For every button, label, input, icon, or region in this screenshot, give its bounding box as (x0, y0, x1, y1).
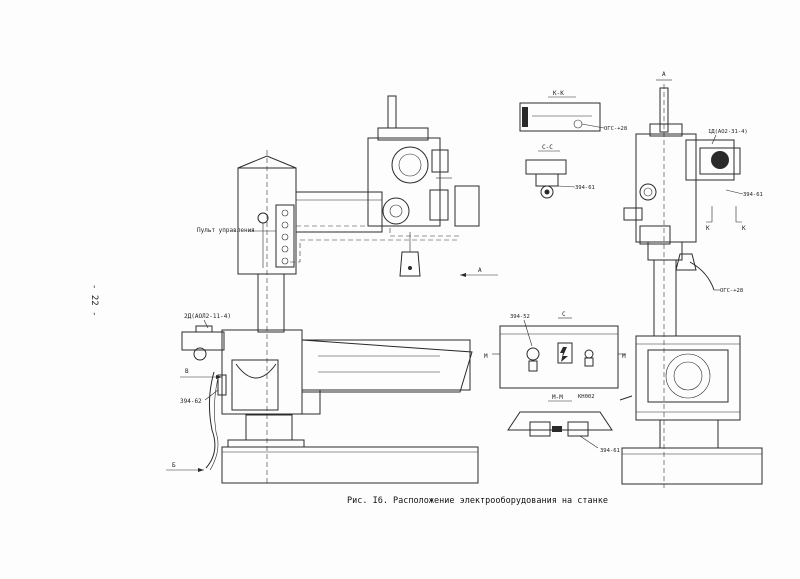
marker-b: Б (172, 462, 176, 469)
label-switch-394-61-mm: 394-61 (600, 448, 620, 454)
figure-caption: Рис. I6. Расположение электрооборудовани… (347, 495, 608, 506)
label-switch-394-52: 394-52 (510, 314, 530, 320)
section-c-title: С (562, 311, 566, 318)
label-motor-1d: 1Д(АО2-31-4) (708, 129, 748, 135)
section-c-c: С-С 394-61 (525, 144, 595, 199)
marker-a-arrow: А (478, 267, 482, 274)
marker-m-right: М (622, 353, 626, 360)
label-switch-394-61-side: 394-61 (743, 192, 763, 198)
section-k-k-title: К-К (553, 90, 564, 97)
section-c-c-title: С-С (542, 144, 553, 151)
label-switch-394-61-cc: 394-61 (575, 185, 595, 191)
marker-a-top: А (662, 71, 666, 78)
marker-m-left: М (484, 353, 488, 360)
label-motor-2d: 2Д(АОЛ2-11-4) (184, 313, 231, 320)
section-m-m-title: М-М (552, 394, 563, 401)
marker-k-left: К (706, 225, 710, 232)
front-view-drill (181, 95, 480, 486)
label-button-kn: КН002 (578, 394, 595, 400)
marker-v: В (185, 368, 189, 375)
label-connector-side: ОГС-+28 (720, 288, 743, 294)
label-connector-kk: ОГС-+28 (604, 126, 627, 132)
view-c: С 394-52 М М (484, 311, 626, 389)
side-view-drill: А (619, 71, 763, 488)
section-m-m: М-М КН002 394-61 (507, 394, 620, 454)
section-k-k: К-К ОГС-+28 (519, 90, 627, 132)
page-number: - 22 - (89, 284, 99, 317)
label-control-panel: Пульт управления (197, 227, 255, 234)
marker-k-right: К (742, 225, 746, 232)
side-view-labels: 1Д(АО2-31-4) 394-61 ОГС-+28 К К (706, 129, 763, 294)
front-view-labels: Пульт управления 2Д(АОЛ2-11-4) 394-62 В … (166, 227, 498, 472)
label-switch-394-62: 394-62 (180, 398, 202, 405)
